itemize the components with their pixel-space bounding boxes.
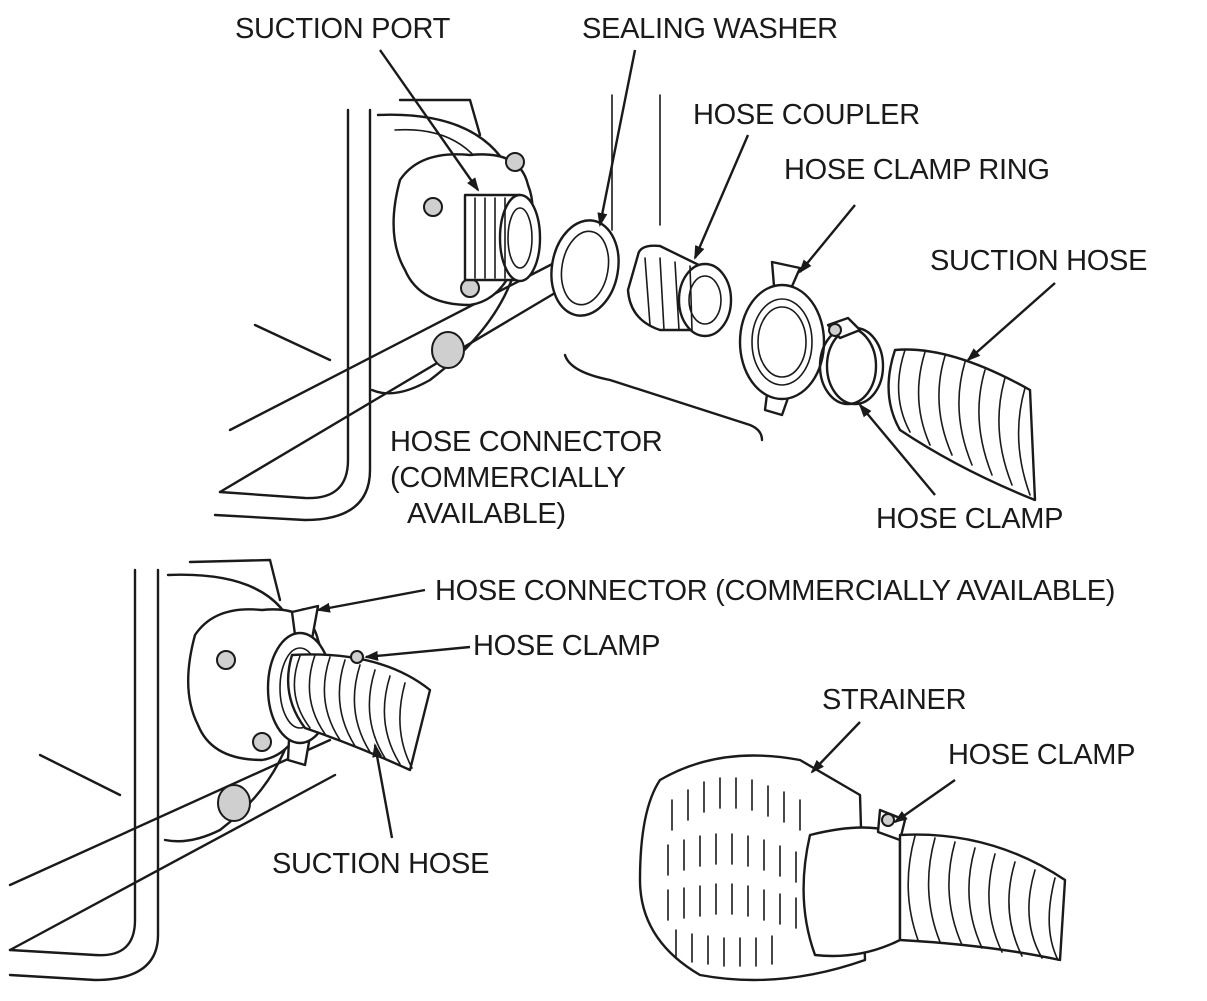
label-hose-connector-line3: AVAILABLE)	[407, 498, 566, 530]
arrow-strainer	[810, 721, 861, 774]
text-labels: SUCTION PORT SEALING WASHER HOSE COUPLER…	[235, 13, 1147, 880]
arrow-hose-connector-bottom	[316, 588, 426, 613]
strainer-hose	[898, 833, 1067, 962]
leader-arrows	[316, 49, 1056, 839]
suction-hose-top-part	[887, 348, 1037, 502]
label-hose-clamp-top: HOSE CLAMP	[876, 503, 1063, 535]
label-hose-coupler: HOSE COUPLER	[693, 99, 920, 131]
hose-clamp-ring-part	[738, 260, 826, 417]
label-suction-port: SUCTION PORT	[235, 13, 451, 45]
label-suction-hose-bottom: SUCTION HOSE	[272, 848, 489, 880]
strainer-part	[638, 754, 907, 982]
arrow-suction-hose-top	[966, 282, 1056, 362]
arrow-sealing-washer	[597, 49, 637, 227]
label-strainer: STRAINER	[822, 684, 966, 716]
arrow-hose-clamp-strainer	[893, 779, 956, 824]
label-hose-connector-line1: HOSE CONNECTOR	[390, 426, 662, 458]
label-hose-clamp-ring: HOSE CLAMP RING	[784, 154, 1050, 186]
label-hose-clamp-strainer: HOSE CLAMP	[948, 739, 1135, 771]
label-hose-clamp-mid: HOSE CLAMP	[473, 630, 660, 662]
label-sealing-washer: SEALING WASHER	[582, 13, 838, 45]
hose-connector-bracket	[563, 353, 764, 442]
arrow-hose-coupler	[693, 134, 750, 260]
arrow-hose-clamp-ring	[798, 204, 856, 274]
label-hose-connector-full: HOSE CONNECTOR (COMMERCIALLY AVAILABLE)	[435, 575, 1115, 607]
arrow-hose-clamp-mid	[364, 645, 471, 661]
arrow-suction-hose-bottom	[372, 743, 394, 839]
sealing-washer-part	[550, 219, 620, 317]
suction-hose-bottom-part	[286, 650, 432, 772]
pump-frame-top	[213, 94, 661, 522]
hose-clamp-part-top	[818, 316, 885, 406]
label-hose-connector-line2: (COMMERCIALLY	[390, 462, 626, 494]
arrow-hose-clamp-top	[858, 403, 936, 496]
suction-port	[463, 193, 542, 283]
hose-coupler-part	[626, 244, 733, 338]
label-suction-hose-top: SUCTION HOSE	[930, 245, 1147, 277]
arrow-suction-port	[379, 49, 480, 192]
